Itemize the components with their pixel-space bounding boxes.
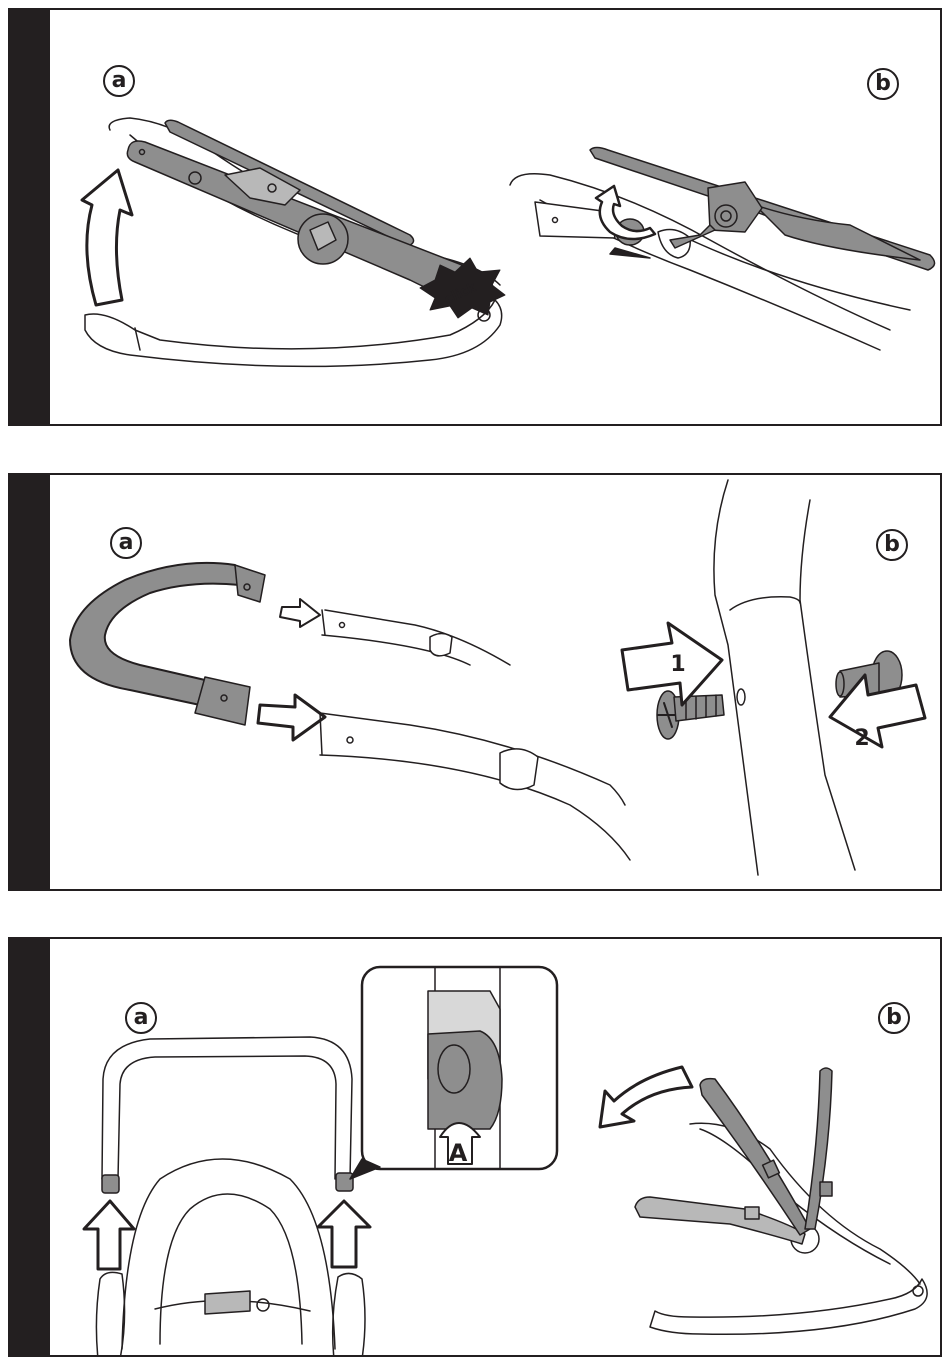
bar-upright [805, 1068, 832, 1229]
panel-2-illustration: 1 2 [10, 475, 942, 891]
push-up-arrow-left-icon [84, 1201, 134, 1269]
step-a-badge: a [103, 65, 135, 97]
canopy-arch [102, 1037, 352, 1179]
bolt [657, 691, 724, 739]
step-b-badge: b [867, 68, 899, 100]
step-a-badge: a [125, 1002, 157, 1034]
push-up-arrow-right-icon [318, 1201, 370, 1267]
rocker-base [85, 300, 502, 366]
step-a-badge: a [110, 527, 142, 559]
insert-arrow-small-icon [280, 599, 320, 627]
step-1-label: 1 [670, 652, 685, 677]
rotate-down-arrow-icon [600, 1067, 692, 1127]
seat [122, 1159, 335, 1349]
seat-outline-b [690, 1123, 920, 1284]
step-b-badge: b [876, 529, 908, 561]
frame-tube-upper [322, 610, 510, 665]
raise-arrow-icon [82, 170, 132, 305]
panel-1-illustration: click [10, 10, 942, 426]
step-2-label: 2 [854, 726, 869, 751]
panel-3: A a b [8, 937, 942, 1357]
side-tube-right [333, 1273, 365, 1357]
rocker-base-b [650, 1279, 927, 1334]
hinge-b [708, 182, 762, 232]
frame-tube-lower [320, 713, 630, 860]
inset-letter-label: A [449, 1139, 468, 1167]
panel-3-illustration: A [10, 939, 942, 1357]
step-b-badge: b [878, 1002, 910, 1034]
side-tube-left [96, 1272, 124, 1357]
panel-1: click a b [8, 8, 942, 426]
clip-right [336, 1173, 353, 1191]
clip-left [102, 1175, 119, 1193]
insert-arrow-large-icon [258, 695, 325, 740]
u-handle [70, 563, 265, 725]
frame-post [714, 480, 855, 875]
panel-2: 1 2 a b [8, 473, 942, 891]
